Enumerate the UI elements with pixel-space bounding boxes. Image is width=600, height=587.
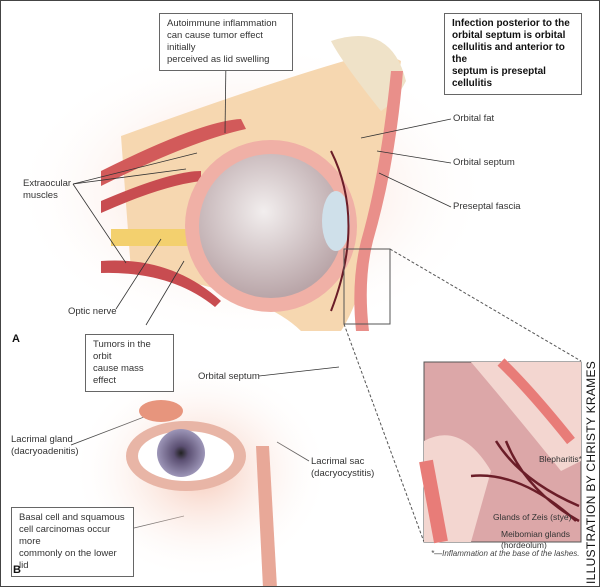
label-orbital-fat: Orbital fat — [453, 113, 495, 124]
label-line: Meibomian glands — [501, 529, 570, 539]
label-line: muscles — [23, 190, 58, 201]
label-blepharitis: Blepharitis* — [539, 454, 582, 464]
infection-callout: Infection posterior to the orbital septu… — [444, 13, 582, 95]
label-line: (dacryocystitis) — [311, 468, 375, 479]
eyelid-inset — [419, 358, 582, 544]
label-line: Lacrimal sac — [311, 456, 365, 467]
panel-label-a: A — [12, 333, 20, 345]
callout-line: cellulitis and anterior to the — [452, 42, 565, 65]
callout-line: commonly on the lower lid — [19, 548, 117, 571]
label-preseptal-fascia: Preseptal fascia — [453, 201, 521, 212]
label-lacrimal-gland: Lacrimal gland (dacryoadenitis) — [11, 434, 79, 458]
label-extraocular-muscles: Extraocular muscles — [23, 178, 71, 202]
autoimmune-callout: Autoimmune inflammation can cause tumor … — [159, 13, 293, 71]
callout-line: Autoimmune inflammation — [167, 18, 277, 29]
face-eye — [71, 361, 331, 586]
label-orbital-septum-lower: Orbital septum — [198, 371, 260, 382]
label-lacrimal-sac: Lacrimal sac (dacryocystitis) — [311, 456, 374, 480]
label-optic-nerve: Optic nerve — [68, 306, 117, 317]
callout-line: Tumors in the orbit — [93, 339, 151, 362]
callout-line: perceived as lid swelling — [167, 54, 270, 65]
label-line: Extraocular — [23, 178, 72, 189]
callout-line: Basal cell and squamous — [19, 512, 125, 523]
inset-footnote: *—Inflammation at the base of the lashes… — [431, 549, 580, 558]
callout-line: can cause tumor effect initially — [167, 30, 263, 53]
label-line: (dacryoadenitis) — [11, 446, 79, 457]
illustration-credit: ILLUSTRATION BY CHRISTY KRAMES — [584, 360, 598, 584]
callout-line: Infection posterior to the — [452, 18, 570, 29]
label-line: Lacrimal gland — [11, 434, 73, 445]
orbit-cross-section — [11, 36, 582, 543]
label-orbital-septum-upper: Orbital septum — [453, 157, 515, 168]
tumors-callout: Tumors in the orbit cause mass effect — [85, 334, 174, 392]
label-meibomian-glands: Meibomian glands (hordeolum) — [501, 529, 570, 551]
callout-line: orbital septum is orbital — [452, 30, 566, 41]
callout-line: septum is preseptal cellulitis — [452, 66, 546, 89]
panel-label-b: B — [13, 564, 21, 576]
callout-line: cause mass effect — [93, 363, 144, 386]
label-line: (hordeolum) — [501, 540, 547, 550]
carcinoma-callout: Basal cell and squamous cell carcinomas … — [11, 507, 134, 577]
callout-line: cell carcinomas occur more — [19, 524, 111, 547]
label-glands-of-zeis: Glands of Zeis (stye) — [493, 512, 572, 522]
